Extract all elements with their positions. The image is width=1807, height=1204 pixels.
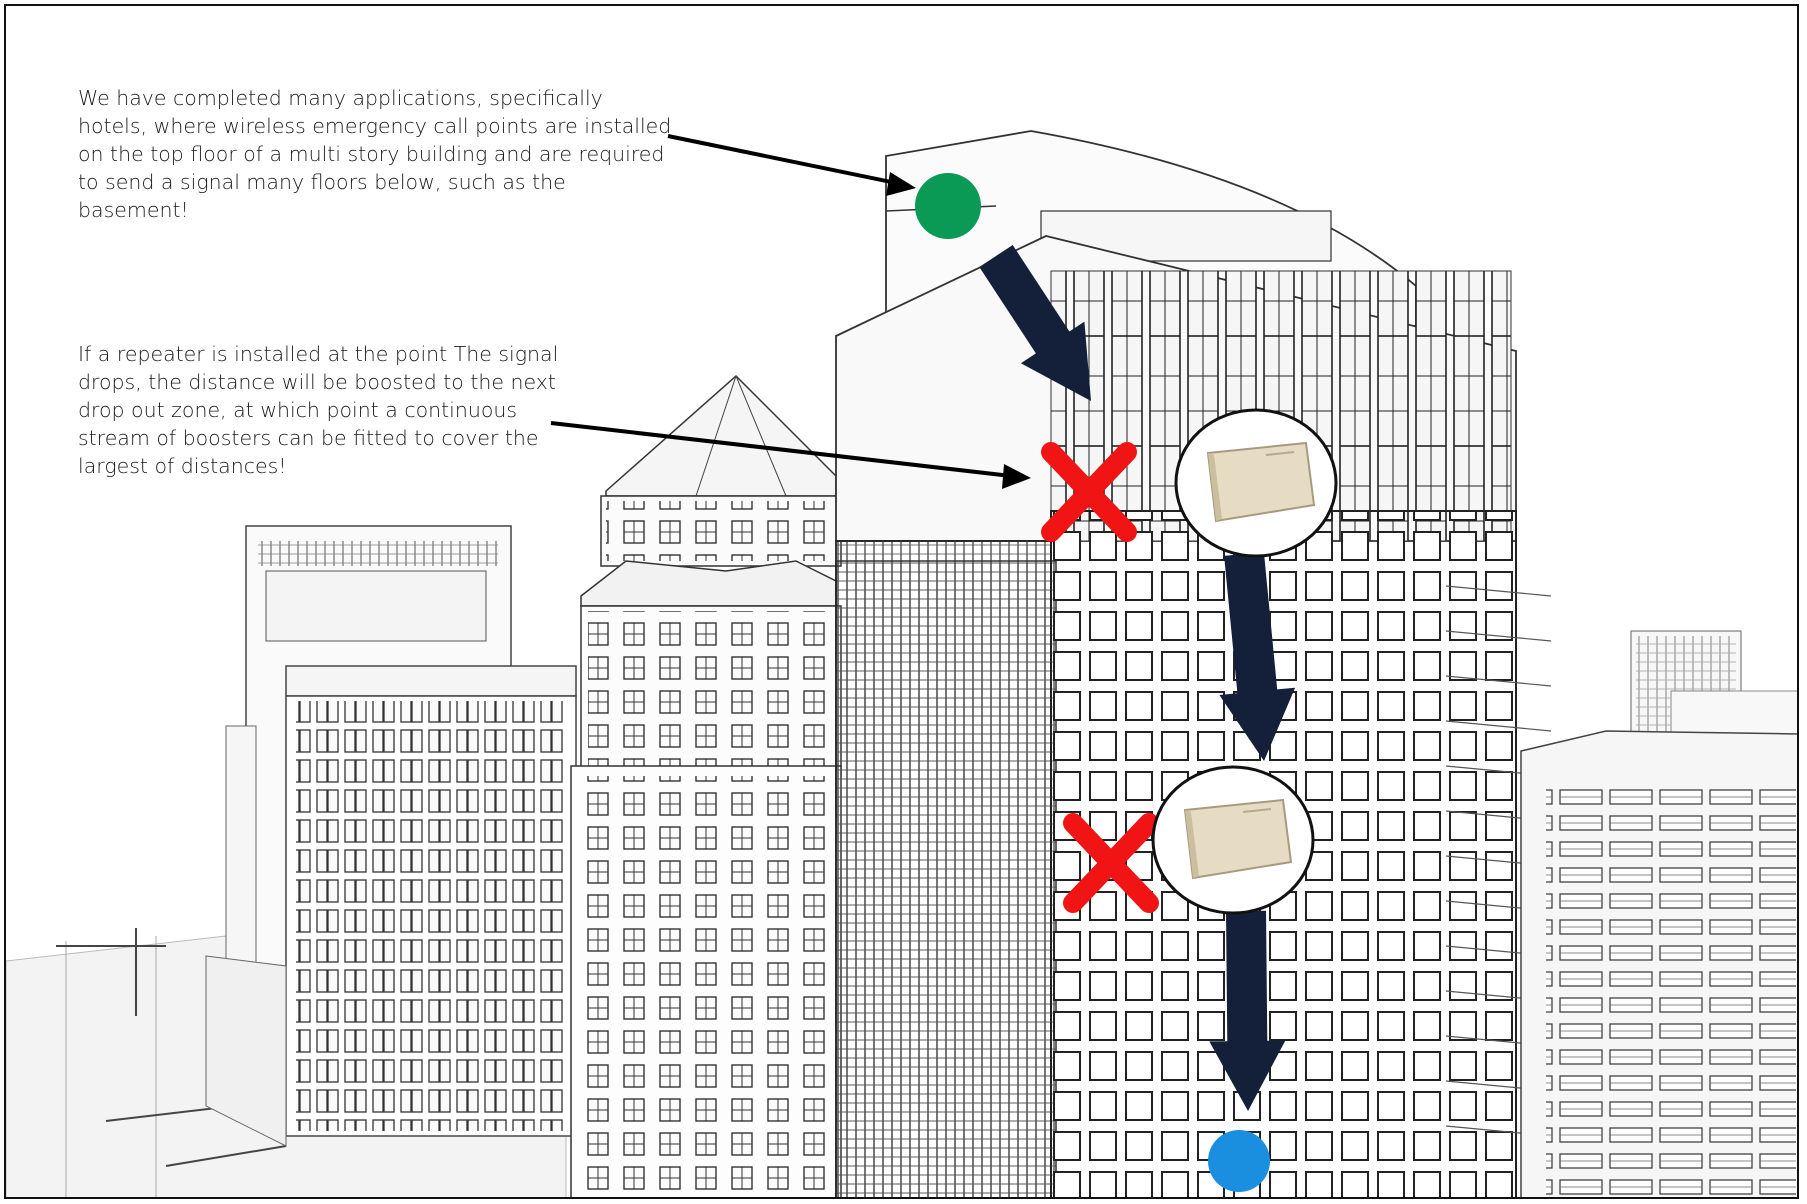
receiver-marker <box>1208 1130 1270 1192</box>
signal-dropout-marker <box>1063 813 1159 913</box>
left-midrise-building <box>205 665 577 1147</box>
right-distant-tower <box>1630 630 1797 762</box>
signal-arrow <box>979 245 1091 401</box>
signal-arrows <box>979 245 1296 1111</box>
top-floor-annotation: We have completed many applications, spe… <box>78 86 672 222</box>
repeater-device <box>1174 408 1338 558</box>
signal-arrow <box>1219 552 1296 761</box>
right-balcony-building <box>1520 730 1797 1197</box>
repeater-annotation: If a repeater is installed at the point … <box>78 342 559 478</box>
classic-tower <box>570 374 842 1197</box>
pointer-arrows <box>550 134 1031 489</box>
call-point-marker <box>915 173 981 239</box>
main-hotel-tower <box>835 130 1552 1197</box>
signal-dropout-marker <box>1041 442 1137 542</box>
signal-arrow <box>1209 910 1286 1111</box>
repeater-device <box>1151 765 1315 915</box>
building-scene <box>6 130 1797 1197</box>
diagram-frame: We have completed many applications, spe… <box>4 4 1799 1199</box>
